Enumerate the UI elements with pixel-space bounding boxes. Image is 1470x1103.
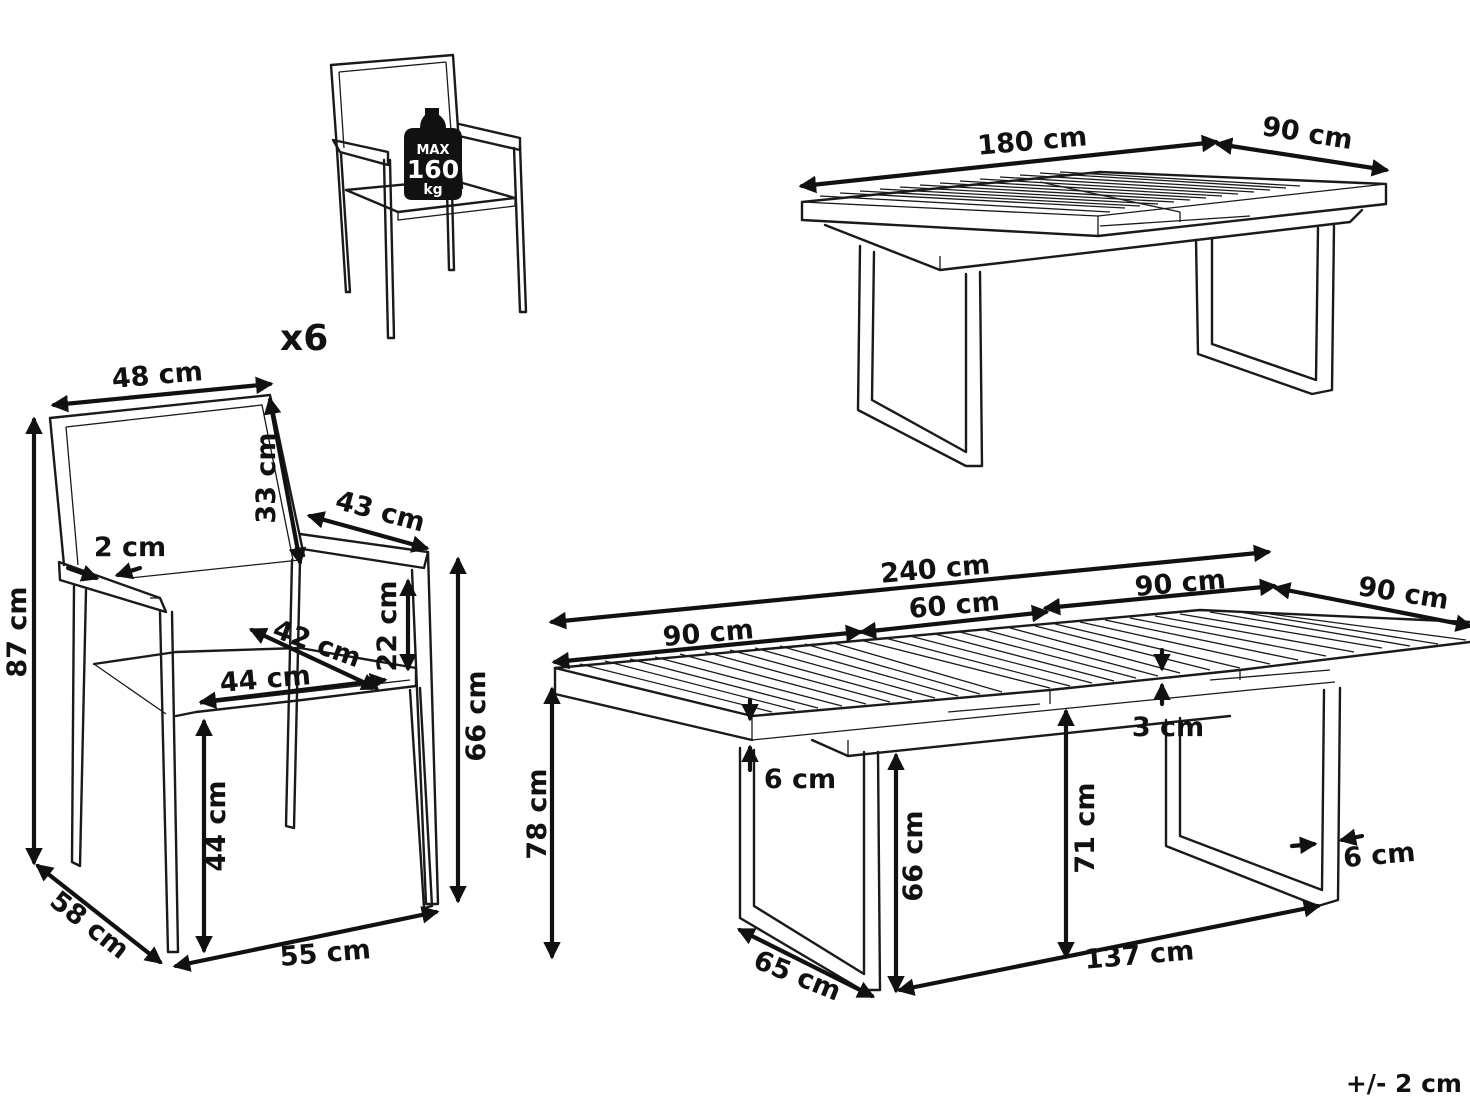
chair-back-width-label: 48 cm xyxy=(111,356,204,395)
chair-armrest-width-label: 2 cm xyxy=(94,532,166,563)
weight-max-label: MAX xyxy=(416,143,449,158)
table-leg-thickness-arrow-b xyxy=(1338,828,1365,846)
table-leg-thickness-label: 6 cm xyxy=(1342,837,1417,874)
table-closed-length-arrow xyxy=(798,134,1220,194)
chair-depth-label: 58 cm xyxy=(44,885,135,966)
table-closed-drawing xyxy=(800,170,1388,468)
table-left-section-arrow xyxy=(551,624,864,670)
chair-armrest-length-label: 43 cm xyxy=(332,485,428,539)
table-leg-clearance-label: 66 cm xyxy=(898,810,929,901)
table-apron-label: 6 cm xyxy=(764,764,836,795)
table-leg-thickness-arrow-a xyxy=(1289,836,1318,855)
table-leg-span-label: 137 cm xyxy=(1083,935,1195,975)
table-right-section-label: 90 cm xyxy=(1134,564,1227,603)
chair-icon-legs xyxy=(335,144,528,340)
tolerance-note: +/- 2 cm xyxy=(1346,1069,1462,1098)
table-extended-drawing xyxy=(553,608,1470,992)
table-top-thickness-label: 3 cm xyxy=(1132,712,1204,743)
chair-armrest-height-label: 22 cm xyxy=(372,580,403,671)
table-under-apron-label: 71 cm xyxy=(1070,782,1101,873)
chair-depth-arrow xyxy=(35,863,163,965)
table-total-length-label: 240 cm xyxy=(879,549,991,589)
chair-seat-width-arrow xyxy=(198,672,388,710)
table-leg-depth-arrow xyxy=(736,927,876,999)
chair-back-height-label: 33 cm xyxy=(251,432,282,523)
table-height-label: 78 cm xyxy=(522,768,553,859)
table-middle-section-arrow xyxy=(858,604,1050,640)
weight-value: 160 xyxy=(407,155,459,184)
chair-icon-arms xyxy=(331,122,522,167)
chair-total-height-label: 87 cm xyxy=(2,586,33,677)
table-left-section-label: 90 cm xyxy=(662,614,755,653)
chair-quantity: x6 xyxy=(280,318,328,359)
dimension-arrows xyxy=(25,134,1470,999)
table-leg-span-arrow xyxy=(896,900,1322,996)
chair-back-width-arrow xyxy=(50,376,274,413)
chair-back-height-arrow xyxy=(263,396,307,566)
chair-arm-height-label: 66 cm xyxy=(461,670,492,761)
chair-width-arrow xyxy=(172,906,440,972)
table-closed-width-label: 90 cm xyxy=(1260,111,1355,156)
chair-seat-height-label: 44 cm xyxy=(201,780,232,871)
table-closed-width-arrow xyxy=(1214,137,1390,177)
chair-armrest-length-arrow xyxy=(306,511,430,553)
chair-armrest-width-arrow-a xyxy=(65,564,100,582)
chair-width-label: 55 cm xyxy=(279,934,372,973)
table-total-length-arrow xyxy=(548,544,1272,630)
chair-icon: MAX 160 kg x6 xyxy=(280,53,528,359)
table-width-label: 90 cm xyxy=(1356,571,1451,616)
table-width-arrow xyxy=(1272,582,1470,632)
chair-armrest-width-arrow-b xyxy=(114,562,143,580)
table-right-section-arrow xyxy=(1042,578,1278,616)
weight-unit: kg xyxy=(423,182,442,198)
weight-icon: MAX 160 kg xyxy=(404,108,462,200)
